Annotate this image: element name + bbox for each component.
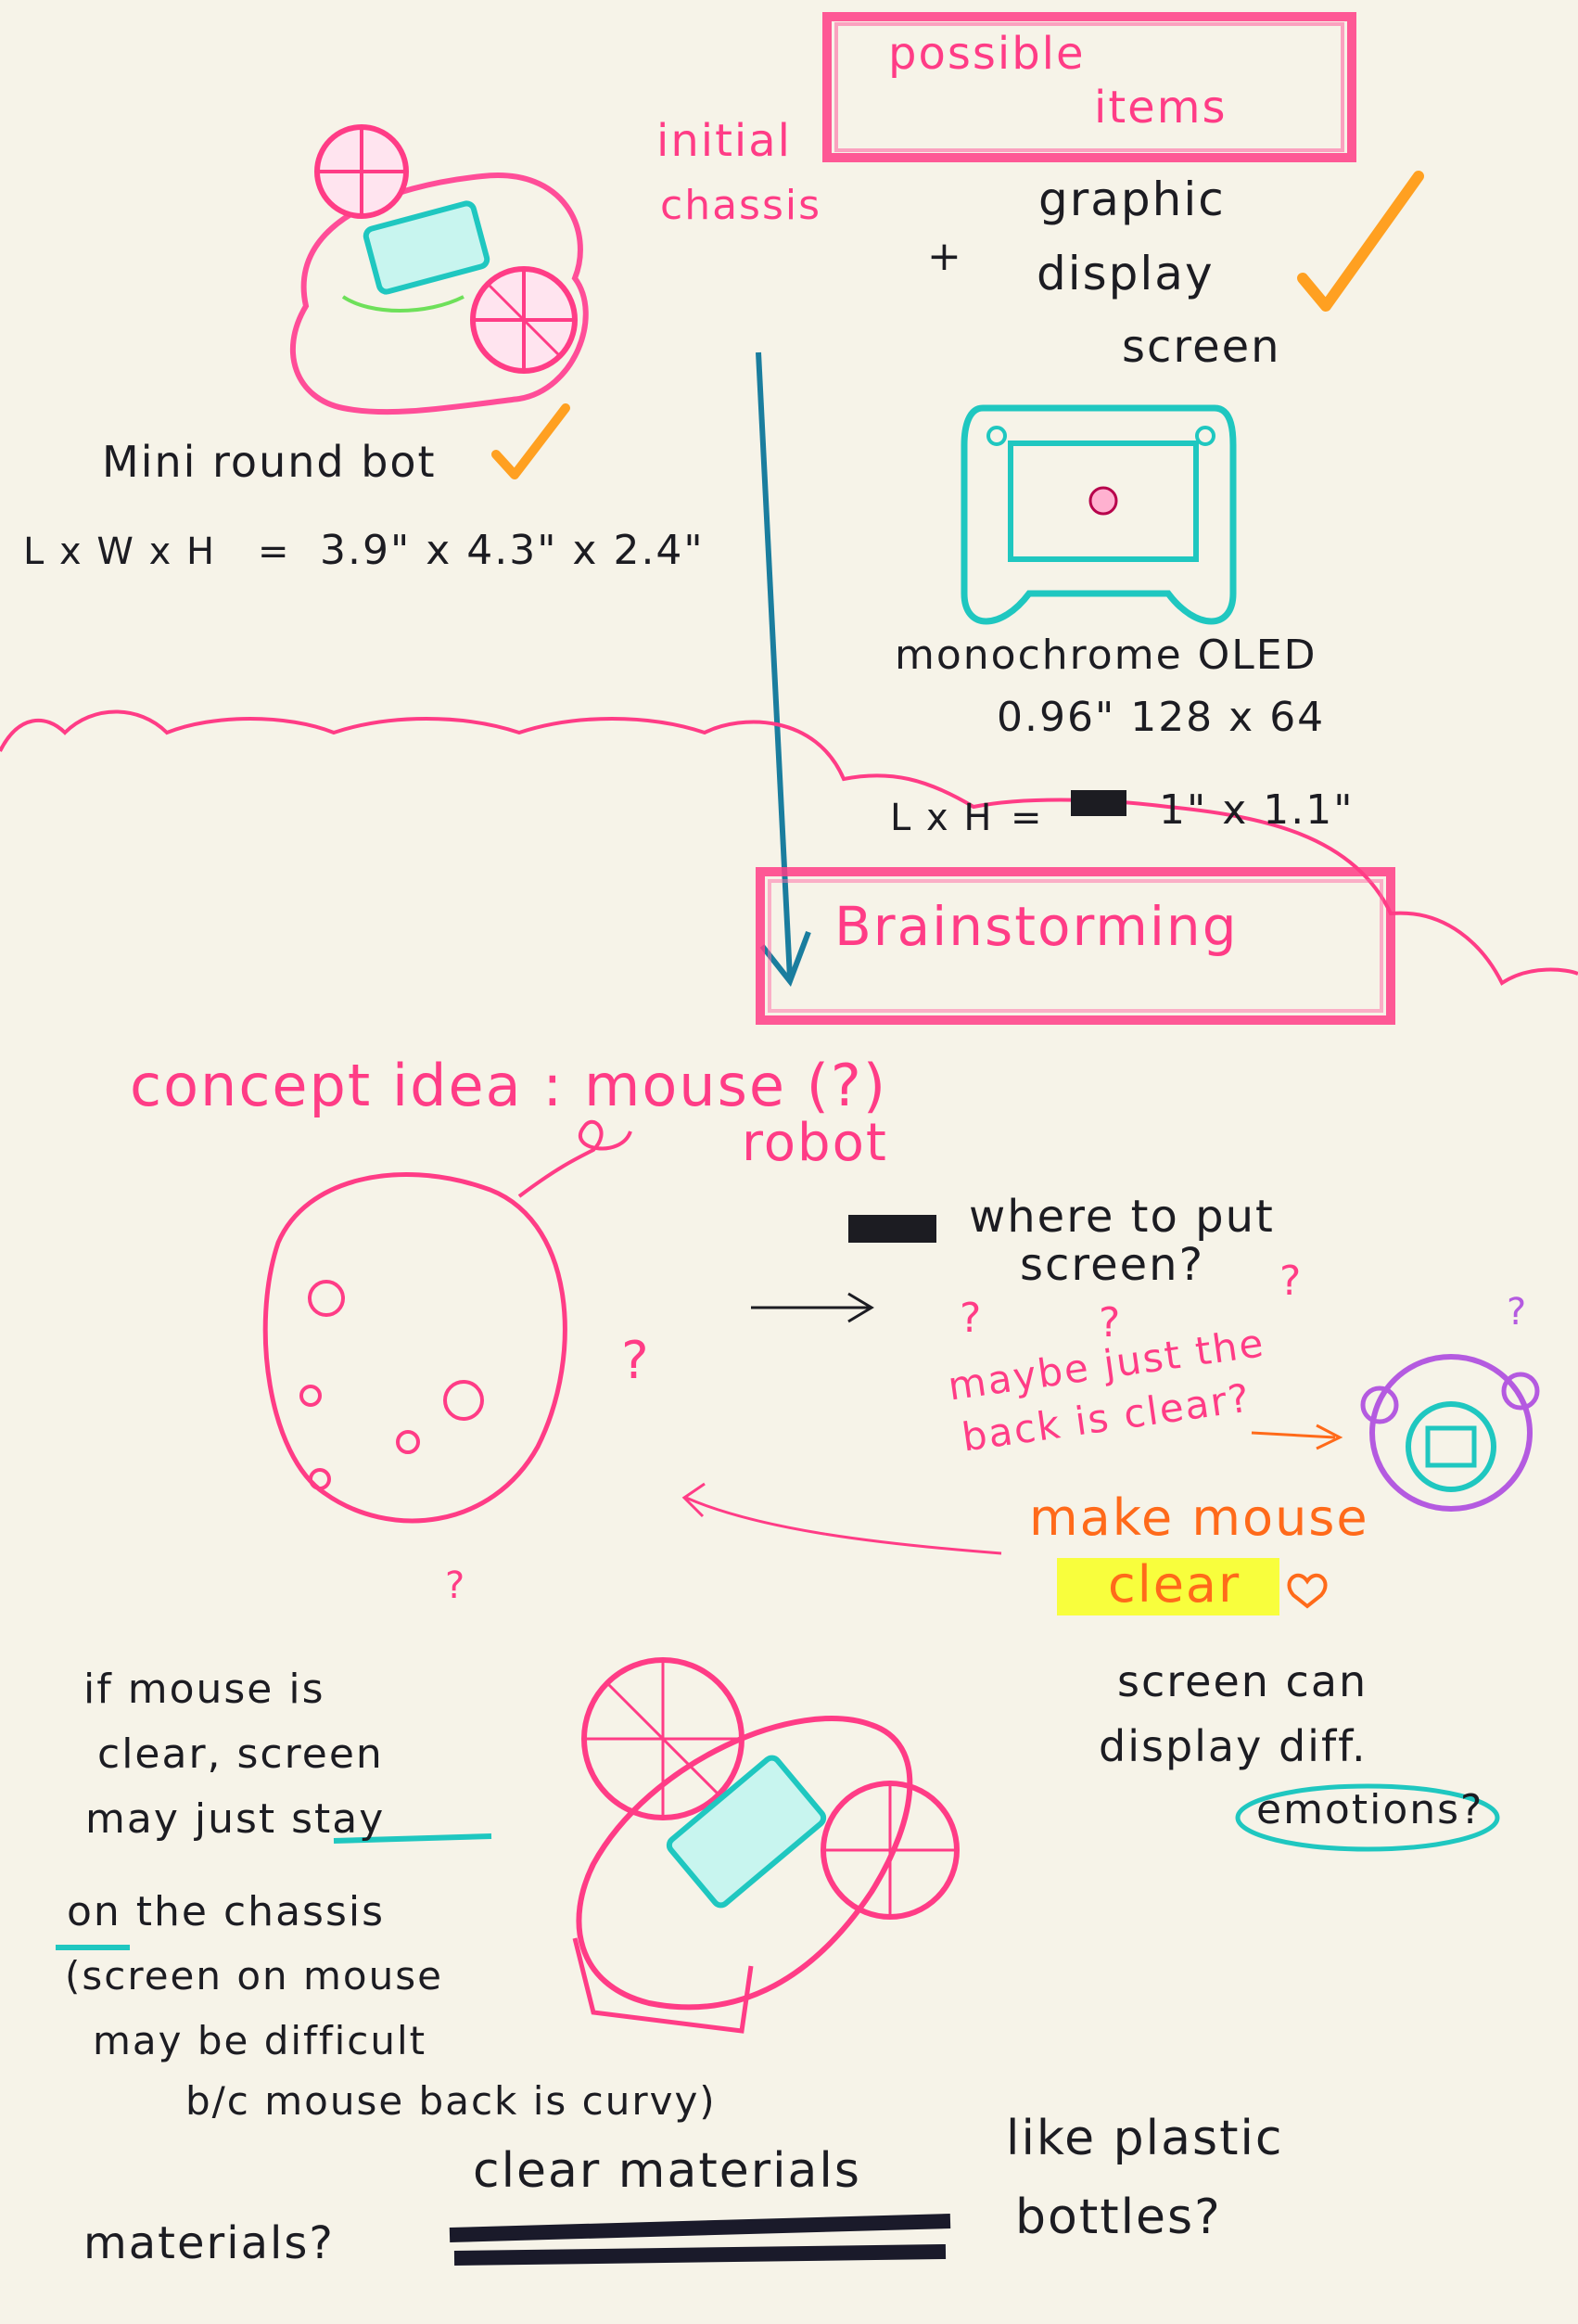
chassis-sketch (572, 1657, 960, 2034)
question-mark: ? (1507, 1291, 1529, 1334)
paren-line1: (screen on mouse (65, 1953, 443, 1998)
mouse-sketch (262, 1119, 632, 1524)
highlight-mark (1057, 1558, 1279, 1615)
paren-line2: may be difficult (93, 2018, 427, 2063)
bot-dims-label: L x W x H (23, 530, 217, 573)
brainstorming-title: Brainstorming (834, 895, 1239, 958)
initial-line2: chassis (660, 182, 822, 229)
oled-dims-equals: = (1011, 797, 1044, 839)
clear-text: clear (1108, 1555, 1241, 1614)
where-line1: where to put (969, 1191, 1275, 1243)
plastic-line2: bottles? (1015, 2190, 1222, 2245)
concept-idea-line1: concept idea : mouse (?) (130, 1052, 888, 1119)
if-line3: may just stay (85, 1795, 386, 1843)
brainstorming-box (756, 867, 1395, 1025)
emotions-line3: emotions? (1256, 1786, 1484, 1833)
underline-mark (333, 1833, 492, 1844)
where-line2: screen? (1020, 1239, 1205, 1291)
if-line2: clear, screen (97, 1730, 384, 1778)
round-bot-sketch (289, 124, 589, 415)
possible-items-line1: possible (888, 28, 1086, 80)
left-arrow-icon (681, 1482, 1002, 1555)
paren-line3: b/c mouse back is curvy) (185, 2078, 717, 2124)
scalloped-divider (0, 709, 1578, 986)
question-mark: ? (445, 1564, 467, 1607)
check-mark-icon (491, 403, 570, 479)
initial-line1: initial (656, 115, 792, 167)
check-mark-icon (1297, 171, 1424, 312)
graphic-line3: screen (1122, 321, 1281, 373)
heart-icon (1287, 1573, 1328, 1609)
question-mark: ? (1279, 1258, 1304, 1305)
right-arrow-icon (1251, 1424, 1343, 1450)
oled-dims-label: L x H (890, 797, 994, 839)
oled-screen-sketch (961, 404, 1237, 625)
down-arrow-icon (756, 351, 811, 988)
concept-idea-line2: robot (742, 1113, 888, 1173)
oled-line2: 0.96" 128 x 64 (997, 694, 1326, 741)
if-line4: on the chassis (67, 1888, 386, 1935)
clear-mouse-back-sketch (1360, 1354, 1540, 1512)
make-mouse-text: make mouse (1029, 1488, 1369, 1547)
possible-items-line2: items (1094, 82, 1228, 134)
question-mark: ? (1099, 1299, 1123, 1347)
clear-material-text: clear materials (473, 2143, 861, 2199)
question-mark: ? (960, 1295, 984, 1342)
bot-name: Mini round bot (102, 437, 437, 487)
plus-sign: + (927, 233, 963, 280)
plastic-line1: like plastic (1006, 2111, 1284, 2166)
scribble-mark (848, 1215, 936, 1243)
bot-dims-value: 3.9" x 4.3" x 2.4" (320, 527, 705, 574)
emotions-line2: display diff. (1099, 1721, 1368, 1771)
circle-mark (1235, 1783, 1500, 1852)
emotions-line1: screen can (1117, 1656, 1368, 1706)
bot-dims-equals: = (258, 530, 291, 573)
question-mark: ? (621, 1331, 651, 1391)
scribble-mark (1071, 790, 1126, 816)
right-arrow-icon (751, 1292, 874, 1323)
scribble-mark (449, 2214, 951, 2266)
oled-line1: monochrome OLED (895, 632, 1317, 679)
graphic-line1: graphic (1038, 172, 1226, 226)
if-line1: if mouse is (83, 1666, 325, 1713)
graphic-line2: display (1037, 247, 1215, 300)
possible-items-box (822, 12, 1356, 162)
oled-dims-value: 1" x 1.1" (1159, 786, 1355, 834)
materials-label: materials? (83, 2217, 335, 2269)
